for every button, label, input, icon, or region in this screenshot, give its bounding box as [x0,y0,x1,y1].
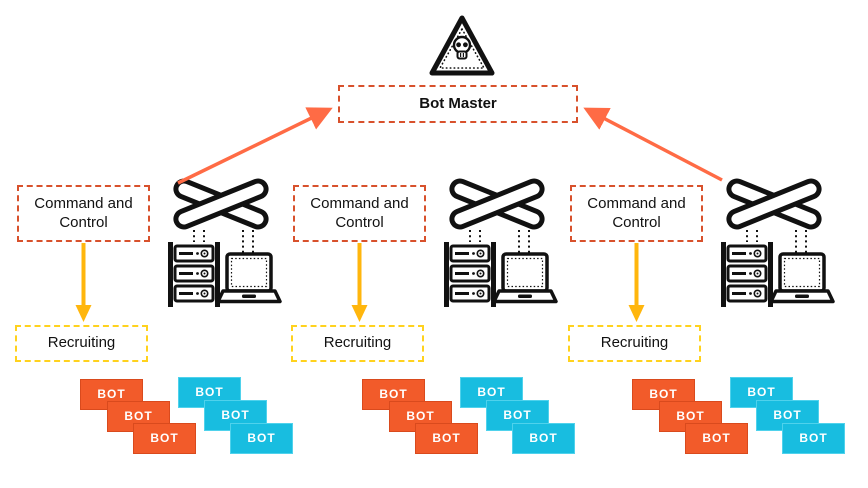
bot-master-label: Bot Master [419,94,497,112]
bot-card: BOT [133,423,196,454]
recruiting-box-3: Recruiting [568,325,701,362]
bot-stack-1: BOT BOT BOT BOT BOT BOT [80,377,295,459]
arrow-switch3-to-botmaster [583,107,723,182]
recruiting-box-2: Recruiting [291,325,424,362]
command-control-label: Command and Control [310,194,409,231]
command-control-label: Command and Control [587,194,686,231]
bot-card: BOT [512,423,575,454]
bot-card: BOT [230,423,293,454]
bot-stack-2: BOT BOT BOT BOT BOT BOT [362,377,577,459]
recruiting-label: Recruiting [600,334,669,352]
command-control-box-2: Command and Control [293,185,426,242]
bot-card: BOT [782,423,845,454]
recruiting-label: Recruiting [47,334,116,352]
skull-warning-icon [427,12,497,80]
recruiting-label: Recruiting [323,334,392,352]
command-control-label: Command and Control [34,194,133,231]
network-switch-icon [163,176,283,314]
bot-stack-3: BOT BOT BOT BOT BOT BOT [632,377,847,459]
command-control-box-1: Command and Control [17,185,150,242]
bot-card: BOT [685,423,748,454]
recruiting-box-1: Recruiting [15,325,148,362]
bot-master-box: Bot Master [338,85,578,123]
arrow-switch1-to-botmaster [177,107,333,185]
network-switch-icon [439,176,559,314]
network-switch-icon [716,176,836,314]
bot-card: BOT [415,423,478,454]
command-control-box-3: Command and Control [570,185,703,242]
